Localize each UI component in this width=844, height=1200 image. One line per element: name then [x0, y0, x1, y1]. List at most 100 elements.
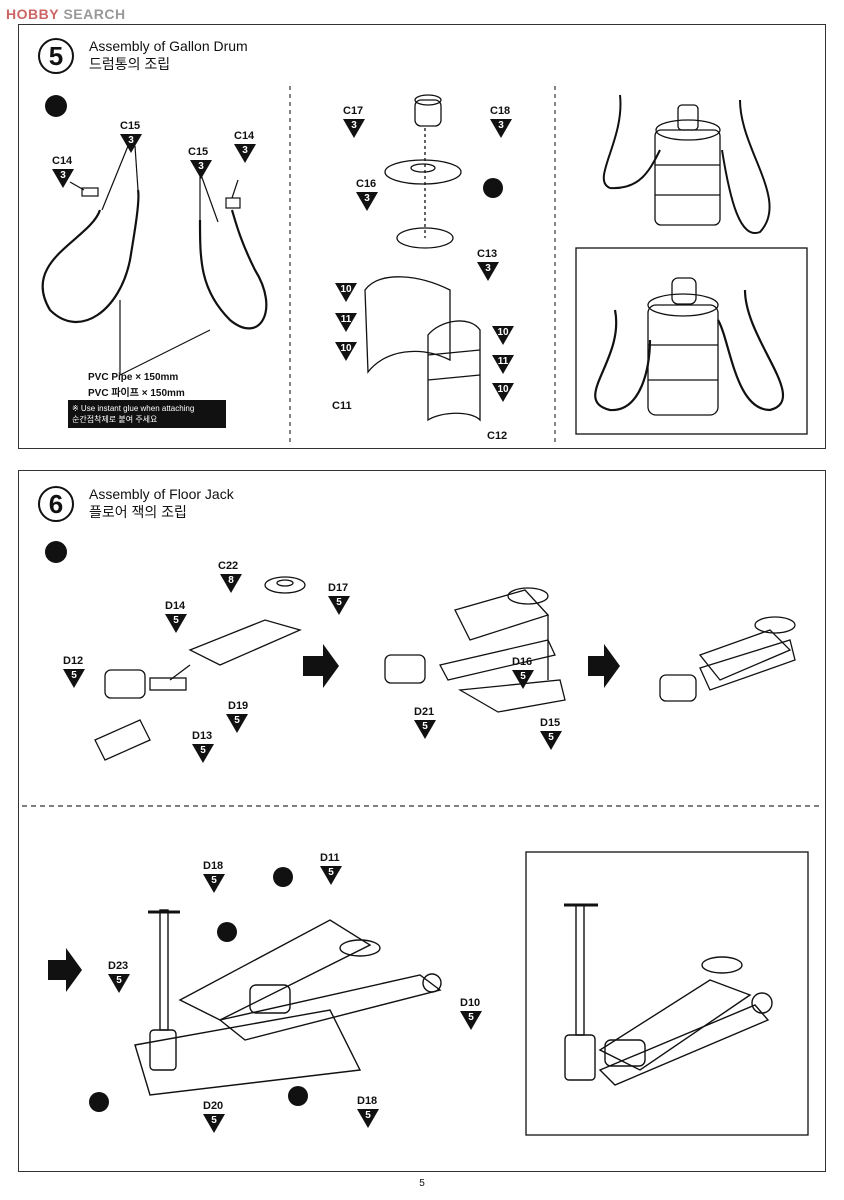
qty-badge-10-b: 10 [335, 342, 357, 361]
qty-badge-d20: 5 [203, 1114, 225, 1133]
glue-note: ※ Use instant glue when attaching 순간접착제로… [68, 400, 226, 428]
watermark: HOBBY SEARCH [6, 6, 126, 22]
part-label-d20: D20 [203, 1100, 224, 1112]
part-label-d18-a: D18 [203, 860, 224, 872]
no-glue-icon-6a [273, 867, 293, 887]
qty-badge-10-c: 10 [492, 326, 514, 345]
drum-final-illustration [594, 277, 785, 416]
part-label-d17: D17 [328, 582, 349, 594]
part-label-d14: D14 [165, 600, 186, 612]
part-label-d23: D23 [108, 960, 129, 972]
qty-11-b: 11 [497, 356, 509, 367]
qty-badge-d11: 5 [320, 866, 342, 885]
no-glue-icon-6b [217, 922, 237, 942]
qty-badge-d18-a: 5 [203, 874, 225, 893]
part-label-d12: D12 [63, 655, 84, 667]
qty-c14-a: 3 [60, 170, 66, 181]
part-label-c15-b: C15 [188, 146, 209, 158]
step5-panel [18, 24, 826, 449]
qty-d17: 5 [336, 597, 342, 608]
part-label-c22: C22 [218, 560, 239, 572]
qty-d11: 5 [328, 867, 334, 878]
qty-badge-d10: 5 [460, 1011, 482, 1030]
qty-c15-b: 3 [198, 161, 204, 172]
part-label-c18: C18 [490, 105, 511, 117]
step5-number: 5 [38, 38, 74, 74]
qty-c22: 8 [228, 575, 234, 586]
qty-d23: 5 [116, 975, 122, 986]
hose-left-illustration [41, 189, 268, 330]
qty-badge-c14-b: 3 [234, 144, 256, 163]
qty-badge-d21: 5 [414, 720, 436, 739]
step6-title-ko: 플로어 잭의 조립 [89, 504, 187, 520]
qty-badge-11-b: 11 [492, 355, 514, 374]
watermark-text: SEARCH [63, 6, 126, 22]
qty-10-a: 10 [340, 284, 352, 295]
qty-badge-d16: 5 [512, 670, 534, 689]
qty-badge-d17: 5 [328, 596, 350, 615]
glue-note-en: ※ Use instant glue when attaching [72, 404, 195, 413]
qty-d16: 5 [520, 671, 526, 682]
qty-c14-b: 3 [242, 145, 248, 156]
qty-c13: 3 [485, 263, 491, 274]
qty-badge-d15: 5 [540, 731, 562, 750]
qty-badge-c14-a: 3 [52, 169, 74, 188]
qty-badge-c18: 3 [490, 119, 512, 138]
step5-title-en: Assembly of Gallon Drum [89, 38, 248, 54]
qty-badge-d23: 5 [108, 974, 130, 993]
qty-c16: 3 [364, 193, 370, 204]
step6-number: 6 [38, 486, 74, 522]
qty-badge-d14: 5 [165, 614, 187, 633]
part-label-d11: D11 [320, 852, 340, 864]
qty-badge-d19: 5 [226, 714, 248, 733]
qty-badge-11-a: 11 [335, 313, 357, 332]
qty-badge-c16: 3 [356, 192, 378, 211]
qty-d20: 5 [211, 1115, 217, 1126]
qty-10-d: 10 [497, 384, 509, 395]
qty-11-a: 11 [340, 314, 352, 325]
no-glue-icon [483, 178, 503, 198]
glue-icon [45, 95, 67, 117]
qty-badge-10-a: 10 [335, 283, 357, 302]
qty-d19: 5 [234, 715, 240, 726]
qty-badge-c13: 3 [477, 262, 499, 281]
qty-c17: 3 [351, 120, 357, 131]
qty-badge-c15-a: 3 [120, 134, 142, 153]
part-label-c12: C12 [487, 430, 508, 442]
part-label-d13: D13 [192, 730, 213, 742]
part-label-d18-b: D18 [357, 1095, 378, 1107]
qty-badge-c22: 8 [220, 574, 242, 593]
part-label-d21: D21 [414, 706, 435, 718]
qty-10-c: 10 [497, 327, 509, 338]
drum-assembled-illustration [602, 94, 771, 235]
glue-note-ko: 순간접착제로 붙여 주세요 [72, 415, 158, 424]
qty-d18-a: 5 [211, 875, 217, 886]
qty-badge-c17: 3 [343, 119, 365, 138]
part-label-c13: C13 [477, 248, 498, 260]
qty-d14: 5 [173, 615, 179, 626]
pipe-label-en: PVC Pipe × 150mm [88, 372, 179, 383]
qty-d21: 5 [422, 721, 428, 732]
qty-c18: 3 [498, 120, 504, 131]
watermark-brand: HOBBY [6, 6, 60, 22]
part-label-c17: C17 [343, 105, 364, 117]
step5-title-ko: 드럼통의 조립 [89, 56, 171, 72]
part-label-d19: D19 [228, 700, 249, 712]
arrow-icons [48, 644, 620, 992]
part-label-c14-b: C14 [234, 130, 255, 142]
step6-panel [18, 470, 826, 1172]
part-label-c16: C16 [356, 178, 377, 190]
qty-d10: 5 [468, 1012, 474, 1023]
page-number: 5 [419, 1178, 425, 1189]
part-label-c14-a: C14 [52, 155, 73, 167]
hose-fittings [69, 145, 241, 376]
qty-badge-d13: 5 [192, 744, 214, 763]
drum-final-frame [575, 247, 808, 435]
qty-d18-b: 5 [365, 1110, 371, 1121]
qty-badge-d18-b: 5 [357, 1109, 379, 1128]
no-glue-icon-6c [89, 1092, 109, 1112]
floor-jack-final-frame [525, 851, 809, 1136]
part-label-d15: D15 [540, 717, 561, 729]
floor-jack-exploded-3 [134, 909, 442, 1096]
qty-badge-10-d: 10 [492, 383, 514, 402]
